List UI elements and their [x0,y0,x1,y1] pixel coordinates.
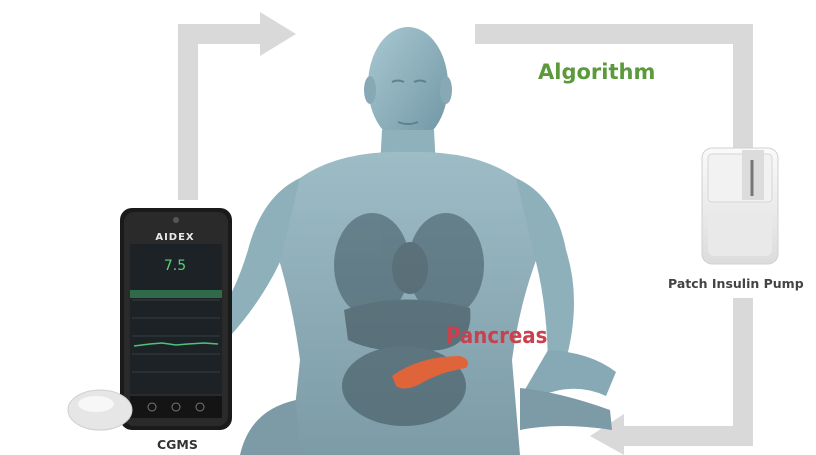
pancreas-label: Pancreas [446,324,548,349]
human-figure [216,27,616,455]
cgms-device [120,208,232,430]
algorithm-label: Algorithm [538,60,656,84]
pancreas-organ [392,356,468,389]
patch-insulin-pump [701,147,779,265]
glucose-reading: 7.5 [163,258,187,274]
cgms-sensor [67,389,133,431]
cgms-label: CGMS [157,437,198,452]
device-logo: AIDEX [155,232,195,243]
loop-arrows [178,12,753,455]
pump-label: Patch Insulin Pump [668,276,804,291]
